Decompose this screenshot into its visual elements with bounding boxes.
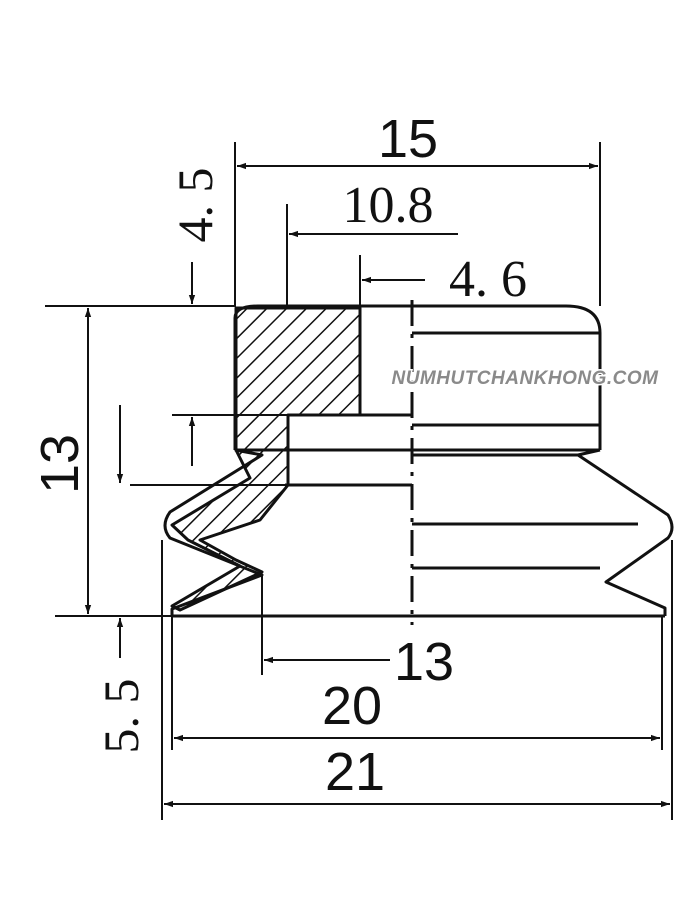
dimension-lines (45, 142, 673, 820)
dim-label-4-5: 4. 5 (167, 168, 223, 243)
dim-label-5-5: 5. 5 (93, 679, 149, 754)
hatch-neck (170, 448, 290, 612)
dim-label-20: 20 (322, 676, 382, 736)
dim-label-21: 21 (325, 742, 385, 802)
dim-label-15: 15 (378, 109, 438, 169)
watermark-text: NUMHUTCHANKHONG.COM (391, 368, 659, 389)
dim-label-13-total: 13 (30, 434, 90, 494)
bellows-left (163, 448, 264, 616)
dim-label-13-bellows: 13 (394, 632, 454, 692)
section-hatching (170, 306, 362, 612)
dim-label-4-6: 4. 6 (449, 251, 527, 308)
part-outline (163, 304, 674, 618)
bellows-right (576, 448, 674, 616)
dim-label-10-8: 10.8 (343, 177, 434, 234)
hatch-top-block (234, 306, 362, 452)
